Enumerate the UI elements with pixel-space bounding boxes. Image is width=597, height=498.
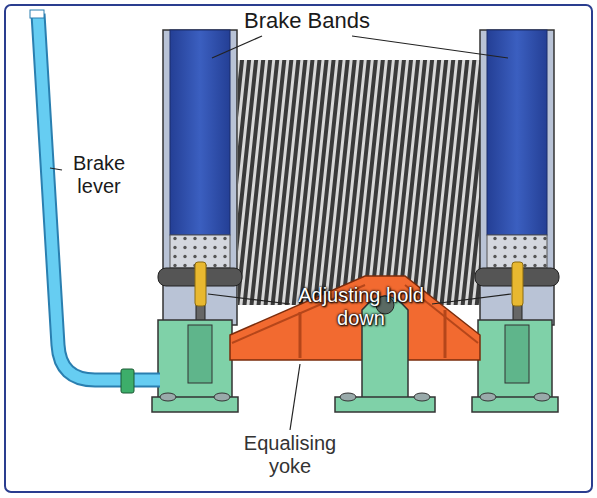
part-label: Equalising yoke <box>230 432 350 478</box>
winch-drum <box>238 60 480 305</box>
part-label: Brake Bands <box>237 8 377 33</box>
frame <box>5 5 592 492</box>
left-brake-band <box>152 30 242 412</box>
equalising-yoke <box>230 276 480 360</box>
leader-lines <box>50 36 511 430</box>
brake-lever <box>30 10 160 393</box>
right-brake-band <box>472 30 559 412</box>
part-label: Brake lever <box>64 152 134 198</box>
part-label: Adjusting hold down <box>294 284 429 330</box>
